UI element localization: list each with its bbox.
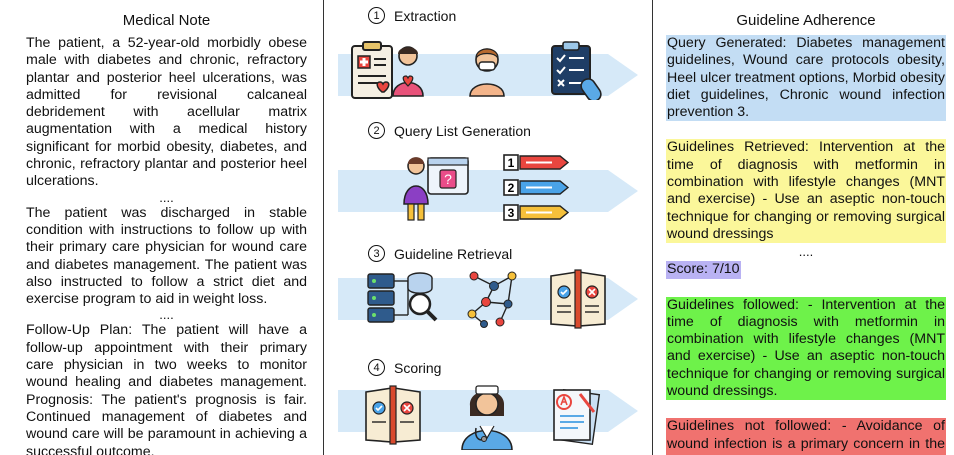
- list-number-3: 3: [508, 206, 515, 220]
- doctor-patient-icon: [469, 48, 505, 97]
- person-flower-icon: [392, 46, 424, 97]
- step-number-3: 3: [368, 245, 385, 262]
- step-query-list: 2 Query List Generation: [368, 122, 531, 139]
- list-number-2: 2: [508, 181, 515, 195]
- grade-report-icon: [553, 388, 601, 446]
- step-scoring: 4 Scoring: [368, 359, 441, 376]
- medical-note-body: The patient, a 52-year-old morbidly obes…: [26, 35, 307, 455]
- checklist-pill-icon: [551, 41, 602, 100]
- step-label-extraction: Extraction: [394, 7, 457, 24]
- adherence-ellipsis: ....: [798, 244, 814, 260]
- note-paragraph-2: The patient was discharged in stable con…: [26, 204, 307, 308]
- guideline-adherence-title: Guideline Adherence: [736, 12, 876, 29]
- note-paragraph-3: Follow-Up Plan: The patient will have a …: [26, 322, 307, 455]
- guideline-adherence-panel: Guideline Adherence Query Generated: Dia…: [653, 0, 954, 455]
- divider-left: [323, 0, 324, 455]
- person-question-icon: ?: [403, 157, 469, 221]
- guidelines-followed-text: Guidelines followed: - Intervention at t…: [666, 296, 946, 401]
- note-ellipsis-1: ....: [159, 189, 174, 205]
- clipboard-health-icon: [351, 41, 393, 99]
- step-guideline-retrieval: 3 Guideline Retrieval: [368, 245, 512, 262]
- medical-note-panel: Medical Note The patient, a 52-year-old …: [0, 0, 323, 455]
- open-book-icon: [550, 269, 606, 329]
- note-paragraph-1: The patient, a 52-year-old morbidly obes…: [26, 35, 307, 190]
- pipeline-panel: 1 Extraction: [324, 0, 652, 455]
- step-number-2: 2: [368, 122, 385, 139]
- medical-note-title: Medical Note: [122, 12, 211, 29]
- network-graph-icon: [467, 271, 517, 328]
- note-ellipsis-2: ....: [159, 307, 174, 323]
- step-extraction: 1 Extraction: [368, 7, 456, 24]
- database-search-icon: [367, 272, 438, 323]
- divider-right: [652, 0, 653, 455]
- step-label-guideline-retrieval: Guideline Retrieval: [394, 245, 513, 262]
- step-number-4: 4: [368, 359, 385, 376]
- list-number-1: 1: [508, 156, 515, 170]
- question-mark: ?: [444, 171, 452, 187]
- step-label-query-list: Query List Generation: [394, 122, 531, 139]
- numbered-list-icon: 1 2 3: [503, 154, 570, 221]
- step-label-scoring: Scoring: [394, 359, 442, 376]
- nurse-icon: [461, 385, 513, 450]
- checklist-book-icon: [365, 385, 421, 445]
- query-generated-text: Query Generated: Diabetes management gui…: [666, 35, 946, 122]
- step-2-arrow-band: [338, 170, 638, 212]
- guidelines-retrieved-text: Guidelines Retrieved: Intervention at th…: [666, 139, 946, 244]
- score-text: Score: 7/10: [666, 261, 741, 279]
- guidelines-not-followed-text: Guidelines not followed: - Avoidance of …: [666, 418, 946, 455]
- step-number-1: 1: [368, 7, 385, 24]
